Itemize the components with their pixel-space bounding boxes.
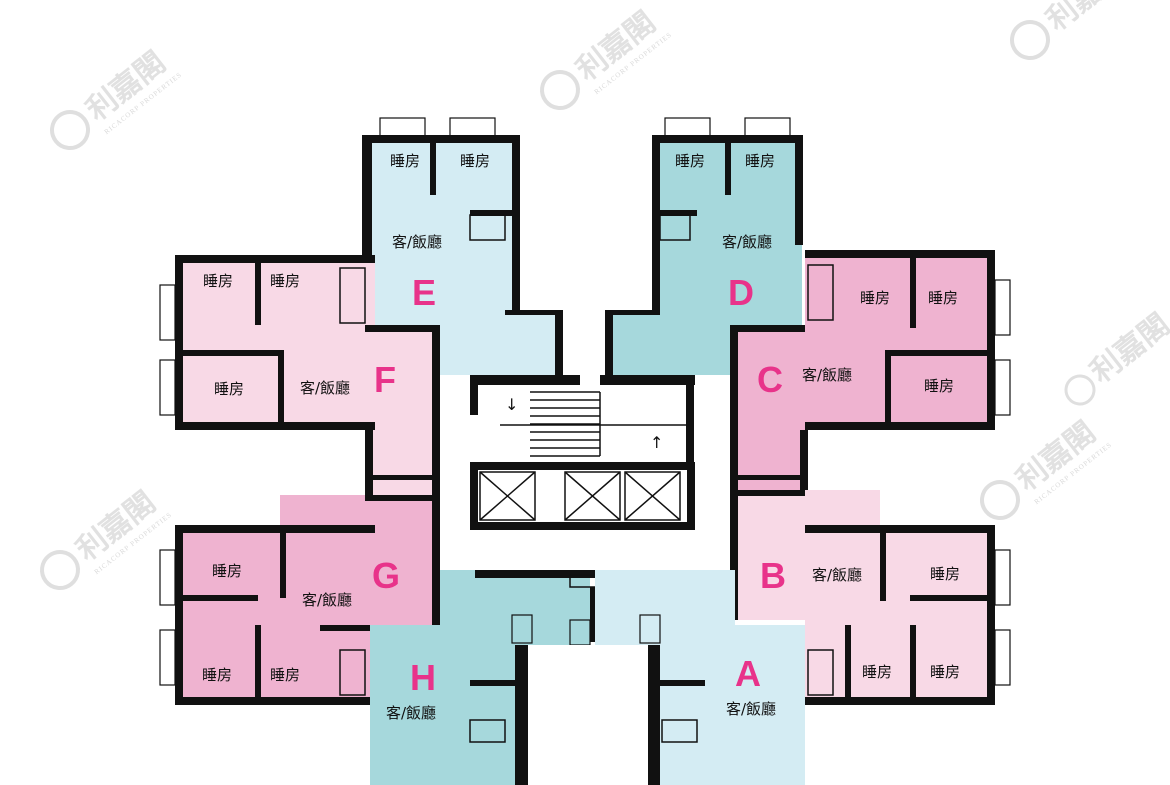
unit-letter-g: G — [372, 555, 400, 596]
room-label-living-dining: 客/飯廳 — [386, 704, 436, 722]
unit-letter-a: A — [735, 653, 761, 694]
watermark-logo: 利嘉閣 — [1010, 0, 1132, 60]
room-label-bedroom: 睡房 — [930, 565, 960, 583]
room-label-bedroom: 睡房 — [928, 289, 958, 307]
room-label-living-dining: 客/飯廳 — [302, 591, 352, 609]
room-label-bedroom: 睡房 — [202, 666, 232, 684]
unit-h: 客/飯廳 H — [370, 570, 700, 785]
unit-f: 睡房 睡房 睡房 客/飯廳 F — [159, 255, 440, 495]
room-label-bedroom: 睡房 — [390, 152, 420, 170]
watermark-brand: 利嘉閣 — [1084, 307, 1170, 390]
unit-c: 睡房 睡房 睡房 客/飯廳 C — [730, 250, 1011, 495]
room-label-living-dining: 客/飯廳 — [392, 233, 442, 251]
watermark-logo: 利嘉閣 RICACORP PROPERTIES — [540, 5, 674, 110]
watermark-logo: 利嘉閣 RICACORP PROPERTIES — [50, 45, 184, 150]
room-label-bedroom: 睡房 — [270, 272, 300, 290]
room-label-bedroom: 睡房 — [270, 666, 300, 684]
unit-letter-d: D — [728, 272, 754, 313]
watermark-brand: 利嘉閣 — [1040, 0, 1132, 38]
room-label-bedroom: 睡房 — [203, 272, 233, 290]
unit-g: 睡房 睡房 睡房 客/飯廳 G — [159, 495, 440, 705]
room-label-living-dining: 客/飯廳 — [726, 700, 776, 718]
lift-shafts — [479, 471, 681, 521]
unit-letter-h: H — [410, 657, 436, 698]
building-core: ↓ ↑ — [470, 375, 695, 535]
stair-down-arrow-icon: ↓ — [505, 395, 518, 414]
stair-up-arrow-icon: ↑ — [650, 433, 663, 452]
unit-b: 睡房 睡房 睡房 客/飯廳 B — [730, 490, 1011, 705]
room-label-bedroom: 睡房 — [745, 152, 775, 170]
watermark-logo: 利嘉閣 RICACORP PROPERTIES — [980, 415, 1114, 520]
unit-letter-f: F — [374, 359, 396, 400]
unit-letter-c: C — [757, 359, 783, 400]
room-label-bedroom: 睡房 — [924, 377, 954, 395]
watermark-logo: 利嘉閣 — [1064, 307, 1170, 406]
room-label-living-dining: 客/飯廳 — [300, 379, 350, 397]
room-label-bedroom: 睡房 — [460, 152, 490, 170]
room-label-bedroom: 睡房 — [214, 380, 244, 398]
room-label-bedroom: 睡房 — [930, 663, 960, 681]
room-label-bedroom: 睡房 — [862, 663, 892, 681]
room-label-bedroom: 睡房 — [212, 562, 242, 580]
unit-a: 客/飯廳 A — [520, 570, 805, 785]
unit-letter-e: E — [412, 272, 436, 313]
room-label-living-dining: 客/飯廳 — [802, 366, 852, 384]
room-label-bedroom: 睡房 — [675, 152, 705, 170]
staircase — [500, 391, 690, 457]
room-label-living-dining: 客/飯廳 — [812, 566, 862, 584]
room-label-living-dining: 客/飯廳 — [722, 233, 772, 251]
unit-letter-b: B — [760, 555, 786, 596]
room-label-bedroom: 睡房 — [860, 289, 890, 307]
watermark-logo: 利嘉閣 RICACORP PROPERTIES — [40, 485, 174, 590]
